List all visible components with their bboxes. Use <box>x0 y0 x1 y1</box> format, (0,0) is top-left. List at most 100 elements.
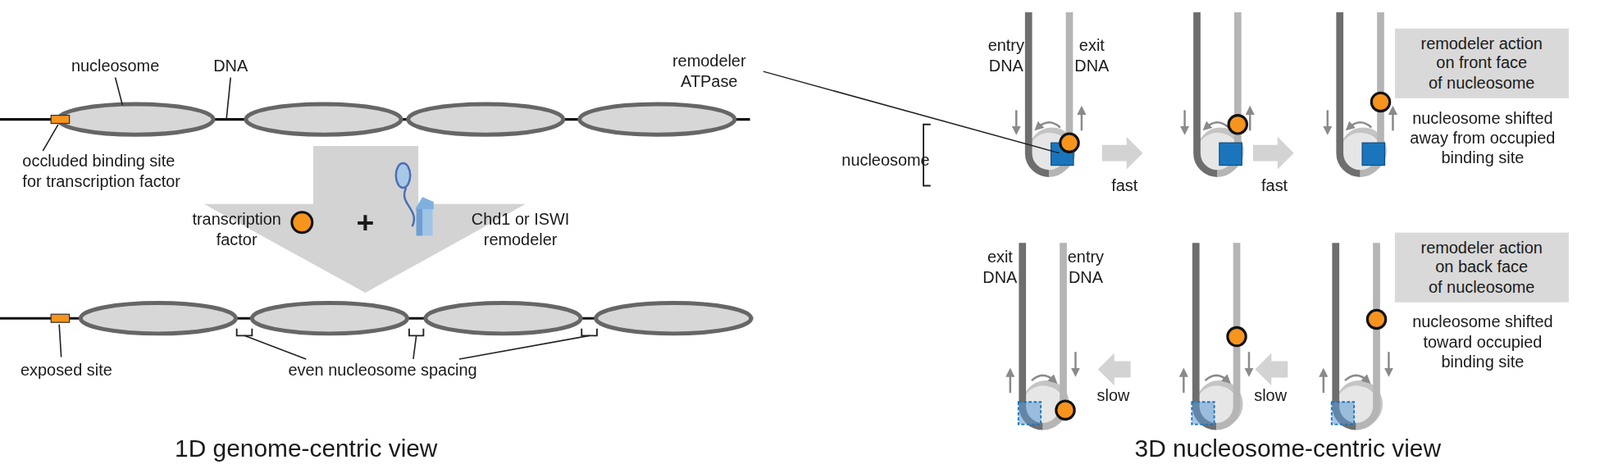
annotation-label: DNA <box>213 55 248 76</box>
annotation-label: exposed site <box>20 360 113 380</box>
dna-strand <box>1197 12 1218 174</box>
annotation-label: transcription factor <box>185 209 288 250</box>
binding-site <box>50 314 69 323</box>
annotation-label: even nucleosome spacing <box>287 360 477 380</box>
remodeler-atpase-back <box>1018 401 1041 424</box>
remodeler-domain <box>396 163 411 188</box>
motion-arrow <box>1074 351 1076 373</box>
left-panel <box>0 77 753 360</box>
rotation-arrow <box>1204 375 1227 381</box>
motion-arrow <box>1080 109 1083 131</box>
nucleosome-ellipse <box>58 104 214 135</box>
nucleosome-3d <box>1018 242 1075 427</box>
nucleosome-3d <box>1191 242 1246 427</box>
dna-strand <box>1356 242 1377 427</box>
rotation-arrow <box>1344 375 1368 381</box>
spacing-bracket <box>409 328 424 337</box>
motion-arrow <box>1249 109 1251 131</box>
nucleosome-3d <box>1331 242 1386 427</box>
dna-strand <box>1195 242 1217 427</box>
dna-strand <box>1335 242 1357 427</box>
nucleosome-ellipse <box>251 303 407 334</box>
annotation-label: entry DNA <box>1057 246 1114 288</box>
motion-arrow <box>1322 372 1325 393</box>
annotation-label: nucleosome shifted away from occupied bi… <box>1408 108 1558 169</box>
nucleosome-ellipse <box>408 104 564 135</box>
binding-site <box>50 115 69 124</box>
nucleosome-ellipse <box>80 303 236 334</box>
nucleosome-ellipse <box>579 104 735 135</box>
leader-line <box>59 324 61 358</box>
annotation-label: occluded binding site for transcription … <box>22 150 186 192</box>
step-arrow <box>1098 353 1131 387</box>
nucleosome-ellipse <box>596 303 752 334</box>
remodeler-tail <box>404 187 415 227</box>
remodeler-atpase <box>416 207 423 237</box>
motion-arrow <box>1326 109 1329 131</box>
transcription-factor-symbol <box>291 212 313 233</box>
leader-line <box>226 77 231 119</box>
action-box: remodeler action on front face of nucleo… <box>1394 28 1569 99</box>
motion-arrow <box>1248 351 1250 373</box>
annotation-label: entry DNA <box>978 36 1035 77</box>
right-panel <box>763 12 1394 427</box>
panel-caption: 1D genome-centric view <box>174 433 438 464</box>
leader-line <box>244 335 306 360</box>
remodeler-atpase <box>416 207 434 237</box>
annotation-label: nucleosome <box>841 150 930 170</box>
annotation-label: fast <box>1111 175 1138 196</box>
nucleosome-3d <box>1028 12 1079 174</box>
spacing-bracket <box>581 328 598 337</box>
step-arrow <box>1102 136 1144 170</box>
nucleosome-ellipse <box>246 104 402 135</box>
remodeler-atpase <box>1219 142 1242 165</box>
remodeler-atpase <box>414 196 434 210</box>
spacing-bracket <box>237 328 253 337</box>
dna-strand <box>1043 242 1064 427</box>
motion-arrow <box>1387 351 1390 373</box>
remodeler-atpase-back <box>1191 401 1214 424</box>
leader-line <box>413 335 417 360</box>
annotation-label: nucleosome shifted toward occupied bindi… <box>1408 312 1558 373</box>
motion-arrow <box>1391 109 1394 131</box>
annotation-label: exit DNA <box>1063 36 1120 77</box>
motion-arrow <box>1009 372 1012 393</box>
annotation-label: fast <box>1261 175 1288 196</box>
transcription-factor-symbol <box>1060 133 1079 152</box>
transcription-factor-symbol <box>1371 92 1390 111</box>
transcription-factor-symbol <box>1367 309 1386 329</box>
leader-line <box>763 71 1060 154</box>
annotation-label: nucleosome <box>71 55 160 76</box>
motion-arrow <box>1182 372 1185 393</box>
step-arrow <box>1253 136 1295 170</box>
motion-arrow <box>1015 109 1017 131</box>
action-box: remodeler action on back face of nucleos… <box>1394 232 1569 303</box>
leader-line <box>42 124 59 151</box>
remodeler-atpase-back <box>1331 401 1354 424</box>
leader-line <box>459 335 590 360</box>
rotation-arrow <box>1206 122 1229 128</box>
nucleosome-ellipse <box>425 303 581 334</box>
motion-arrow <box>1183 109 1186 131</box>
leader-line <box>115 77 124 106</box>
dna-strand <box>1022 242 1044 427</box>
annotation-label: slow <box>1253 385 1287 406</box>
nucleosome-3d <box>1340 12 1391 174</box>
box-text: remodeler action on back face of nucleos… <box>1415 237 1549 298</box>
annotation-label: + <box>356 204 375 242</box>
step-arrow <box>1254 353 1288 387</box>
dna-strand <box>1340 12 1361 174</box>
rotation-arrow <box>1349 122 1372 128</box>
annotation-label: slow <box>1097 385 1131 406</box>
box-text: remodeler action on front face of nucleo… <box>1415 33 1549 94</box>
annotation-label: Chd1 or ISWI remodeler <box>466 209 575 250</box>
rotation-arrow <box>1031 375 1054 381</box>
rotation-arrow <box>1037 122 1060 128</box>
panel-caption: 3D nucleosome-centric view <box>1135 433 1441 464</box>
transcription-factor-symbol <box>1228 115 1247 134</box>
annotation-label: remodeler ATPase <box>658 50 761 92</box>
remodeler-atpase <box>1362 142 1385 165</box>
transcription-factor-symbol <box>1056 401 1075 420</box>
nucleosome-3d <box>1197 12 1248 174</box>
